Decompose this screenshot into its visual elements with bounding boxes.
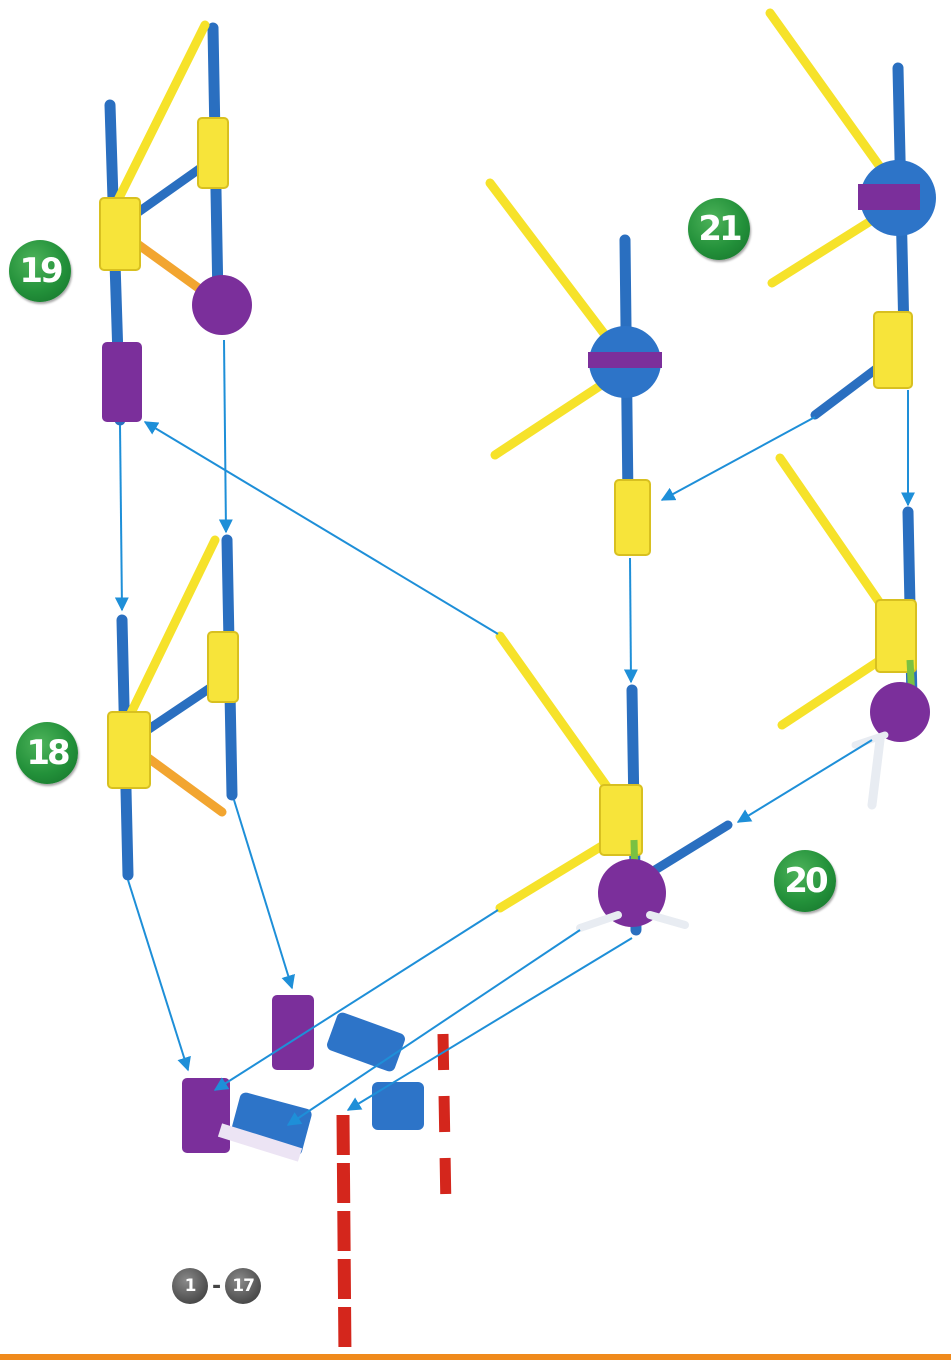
step-19-badge: 19 bbox=[9, 240, 71, 302]
range-end-badge: 17 bbox=[225, 1268, 262, 1304]
blue-connector bbox=[327, 1012, 405, 1072]
yellow-connector bbox=[614, 479, 651, 556]
white-rod bbox=[217, 1123, 303, 1162]
yellow-rod bbox=[125, 535, 220, 720]
base-assembly bbox=[182, 995, 452, 1359]
white-rod bbox=[851, 731, 889, 749]
blue-rod bbox=[650, 820, 733, 875]
white-rod bbox=[576, 911, 622, 932]
yellow-rod bbox=[490, 373, 617, 460]
yellow-connector bbox=[873, 311, 913, 389]
purple-connector bbox=[858, 184, 920, 210]
white-rod bbox=[867, 735, 885, 810]
yellow-rod bbox=[485, 178, 620, 353]
step-20-assembly bbox=[495, 453, 930, 936]
arrow bbox=[218, 339, 233, 534]
red-white-pole bbox=[336, 1114, 352, 1359]
purple-connector bbox=[182, 1078, 230, 1153]
yellow-connector bbox=[599, 784, 643, 856]
step-21-assembly bbox=[485, 8, 936, 556]
yellow-rod bbox=[113, 20, 210, 205]
yellow-rod bbox=[775, 453, 900, 630]
yellow-rod bbox=[495, 631, 625, 810]
arrow bbox=[233, 799, 295, 990]
yellow-connector bbox=[107, 711, 151, 789]
arrow bbox=[346, 937, 633, 1111]
arrow bbox=[660, 416, 816, 501]
step-19-assembly bbox=[99, 20, 252, 426]
previous-steps-range: 1 - 17 bbox=[172, 1268, 262, 1304]
arrow bbox=[286, 929, 581, 1126]
purple-connector bbox=[102, 342, 142, 422]
purple-connector bbox=[272, 995, 314, 1070]
step-21-badge: 21 bbox=[688, 198, 750, 260]
purple-connector bbox=[192, 275, 252, 335]
blue-connector bbox=[372, 1082, 424, 1130]
yellow-connector bbox=[99, 197, 141, 271]
arrow bbox=[736, 739, 873, 823]
red-white-pole bbox=[437, 1033, 452, 1211]
yellow-rod bbox=[765, 8, 893, 183]
purple-connector bbox=[870, 682, 930, 742]
orange-rod bbox=[135, 747, 227, 817]
arrow bbox=[114, 424, 129, 612]
arrow bbox=[143, 421, 499, 635]
yellow-connector bbox=[197, 117, 229, 189]
white-rod bbox=[646, 911, 689, 929]
purple-connector bbox=[588, 352, 662, 368]
page-bottom-bar bbox=[0, 1354, 951, 1360]
range-start-badge: 1 bbox=[172, 1268, 208, 1304]
yellow-rod bbox=[767, 207, 890, 288]
yellow-rod bbox=[495, 833, 620, 913]
arrow bbox=[127, 879, 191, 1072]
arrow bbox=[213, 909, 499, 1091]
step-18-badge: 18 bbox=[16, 722, 78, 784]
assembly-arrows bbox=[114, 339, 915, 1126]
yellow-connector bbox=[207, 631, 239, 703]
range-separator: - bbox=[212, 1273, 222, 1299]
yellow-rod bbox=[777, 650, 893, 730]
step-18-assembly bbox=[107, 534, 239, 881]
step-20-badge: 20 bbox=[774, 850, 836, 912]
arrow bbox=[623, 557, 638, 684]
yellow-connector bbox=[875, 599, 917, 673]
purple-connector bbox=[598, 859, 666, 927]
